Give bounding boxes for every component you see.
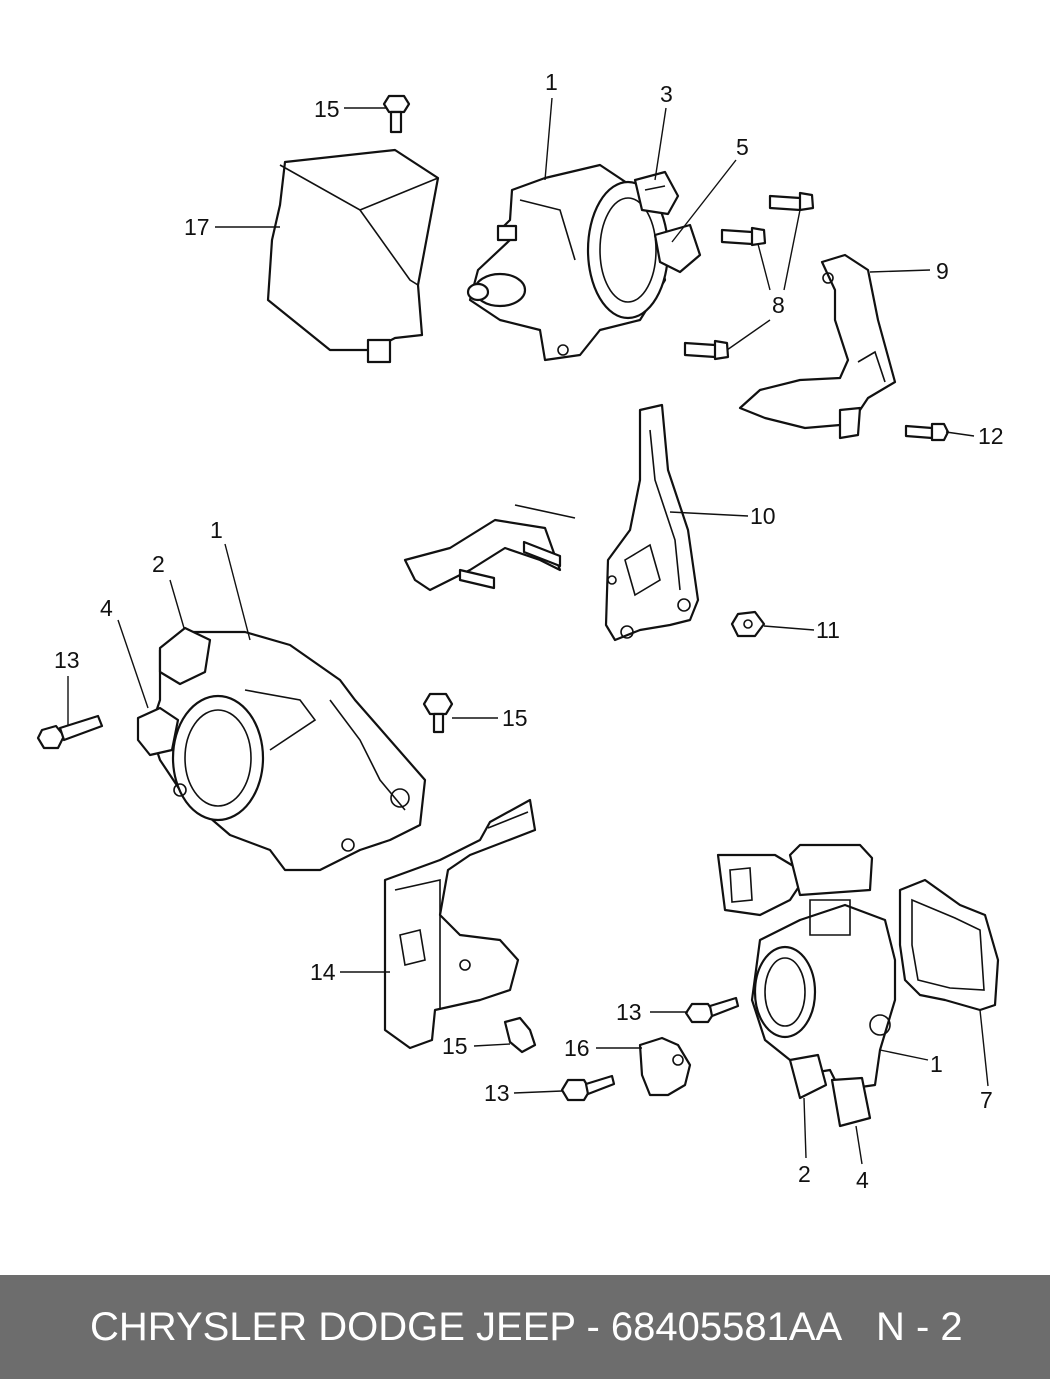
callout-16: 16 xyxy=(564,1035,590,1061)
parts-diagram: 15 17 1 3 5 8 9 12 10 11 2 1 4 13 15 14 … xyxy=(36,69,1004,1193)
nut-part-11 xyxy=(730,610,766,638)
bolts-part-8 xyxy=(683,191,815,361)
footer-title: CHRYSLER DODGE JEEP - 68405581AA xyxy=(90,1305,843,1349)
bolt-part-13-lower xyxy=(560,1074,616,1102)
bracket-part-14 xyxy=(383,798,537,1050)
bracket-part-10 xyxy=(604,403,700,642)
callout-13-right: 13 xyxy=(616,999,642,1025)
footer-page-number: N - 2 xyxy=(876,1305,963,1349)
bracket-fragment xyxy=(403,504,576,592)
bolt-part-13-left xyxy=(36,714,104,750)
callout-1-top: 1 xyxy=(545,69,558,95)
callout-5: 5 xyxy=(736,134,749,160)
sensor-part-2-bottom xyxy=(788,1053,828,1100)
bolt-part-15-middle xyxy=(422,692,454,734)
sensor-part-4-bottom xyxy=(830,1076,872,1128)
callout-4-middle: 4 xyxy=(100,595,113,621)
callout-9: 9 xyxy=(936,258,949,284)
leader-lines xyxy=(67,97,989,1165)
bolt-part-15-top xyxy=(382,94,411,134)
bolt-part-13-right xyxy=(684,996,740,1024)
callout-4-bottom: 4 xyxy=(856,1167,869,1193)
sensor-part-2-middle xyxy=(158,626,212,686)
callout-15-lower: 15 xyxy=(442,1033,468,1059)
callout-17: 17 xyxy=(184,214,210,240)
callout-13-left: 13 xyxy=(54,647,80,673)
callout-12: 12 xyxy=(978,423,1004,449)
throttle-body-top xyxy=(466,163,670,362)
throttle-body-bottom xyxy=(716,843,897,1092)
callout-15-middle: 15 xyxy=(502,705,528,731)
callout-1-bottom: 1 xyxy=(930,1051,943,1077)
callout-2-middle: 2 xyxy=(152,551,165,577)
callout-2-bottom: 2 xyxy=(798,1161,811,1187)
callout-11: 11 xyxy=(816,617,840,643)
sensor-part-4-middle xyxy=(136,706,180,757)
callout-10: 10 xyxy=(750,503,776,529)
callout-13-lower: 13 xyxy=(484,1080,510,1106)
bolt-part-15-lower xyxy=(503,1016,537,1054)
callout-3: 3 xyxy=(660,81,673,107)
bracket-part-9 xyxy=(738,253,897,440)
cover-part-17 xyxy=(266,148,440,364)
bolt-part-12 xyxy=(904,422,950,442)
footer-bar: CHRYSLER DODGE JEEP - 68405581AA N - 2 xyxy=(0,1275,1050,1379)
clip-part-16 xyxy=(638,1036,692,1097)
callout-14: 14 xyxy=(310,959,336,985)
sensor-connector-part-3 xyxy=(633,170,680,216)
callout-1-middle: 1 xyxy=(210,517,223,543)
callout-7: 7 xyxy=(980,1087,993,1113)
callout-8: 8 xyxy=(772,292,785,318)
gasket-part-7 xyxy=(898,878,1000,1012)
callout-15-top: 15 xyxy=(314,96,340,122)
throttle-body-middle xyxy=(148,630,427,872)
